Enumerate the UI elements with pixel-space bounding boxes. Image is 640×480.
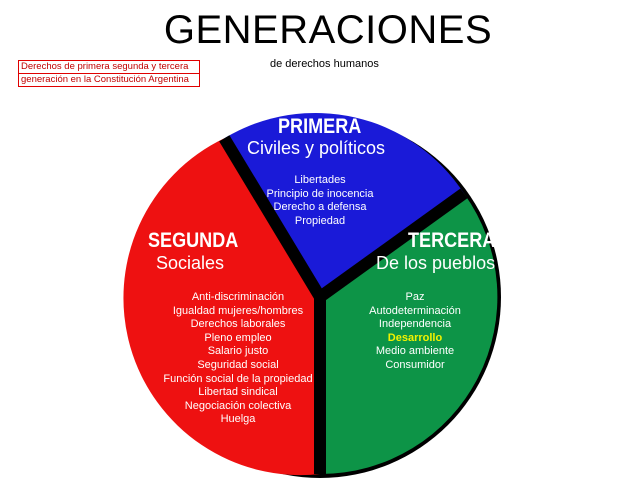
divider-left (219, 135, 326, 301)
tercera-item: Paz (405, 291, 425, 303)
segunda-list: Anti-discriminación Igualdad mujeres/hom… (158, 291, 318, 427)
primera-item: Principio de inocencia (266, 187, 374, 200)
primera-item: Derecho a defensa (273, 201, 367, 214)
segunda-item: Derechos laborales (190, 318, 286, 331)
segunda-heading: SEGUNDA (148, 229, 239, 252)
tercera-item-highlighted: Desarrollo (387, 331, 443, 344)
primera-item: Propiedad (294, 214, 346, 227)
primera-category: Civiles y políticos (247, 138, 386, 158)
tercera-list: Paz Autodeterminación Independencia Desa… (345, 291, 485, 373)
tercera-category: De los pueblos (376, 253, 496, 273)
tercera-item: Consumidor (385, 358, 445, 371)
tercera-item: Independencia (378, 318, 452, 331)
sector-primera (224, 112, 464, 297)
tercera-item: Medio ambiente (375, 345, 455, 358)
sector-dividers (219, 135, 468, 474)
segunda-item: Huelga (220, 413, 256, 426)
divider-right (316, 188, 468, 302)
tercera-heading: TERCERA (408, 229, 496, 252)
primera-item: Libertades (294, 174, 346, 186)
tercera-item: Autodeterminación (369, 304, 461, 317)
segunda-item: Anti-discriminación (191, 291, 285, 303)
segunda-item: Salario justo (207, 345, 269, 358)
segunda-category: Sociales (156, 253, 225, 273)
sector-tercera (320, 193, 498, 475)
diagram-subtitle: de derechos humanos (270, 58, 379, 70)
segunda-item: Pleno empleo (204, 331, 272, 344)
primera-list: Libertades Principio de inocencia Derech… (240, 174, 400, 228)
segunda-item: Función social de la propiedad (163, 372, 313, 385)
primera-heading: PRIMERA (278, 115, 362, 138)
note-line-2: generación en la Constitución Argentina (18, 73, 200, 87)
segunda-item: Negociación colectiva (184, 399, 292, 412)
segunda-item: Libertad sindical (198, 386, 278, 399)
diagram-title: GENERACIONES (163, 8, 493, 52)
segunda-item: Igualdad mujeres/hombres (172, 304, 304, 317)
segunda-item: Seguridad social (197, 358, 279, 371)
